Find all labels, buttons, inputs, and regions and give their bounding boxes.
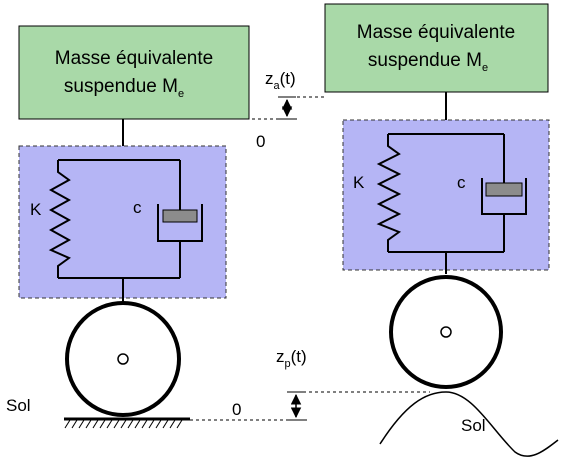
right-spring-label: K [353, 173, 365, 192]
left-damper-label: c [133, 198, 142, 217]
right-damper-label: c [457, 173, 466, 192]
left-model: Masse équivalente suspendue Me K c [6, 25, 250, 429]
left-ground [64, 417, 190, 429]
right-mass-label-line1: Masse équivalente [357, 22, 515, 43]
right-sprung-mass-box [324, 3, 549, 93]
ground-hatch-line [113, 419, 120, 429]
ground-hatch-line [106, 419, 113, 429]
ground-hatch-line [176, 419, 183, 429]
right-damper [481, 134, 527, 252]
left-sprung-mass-box [18, 25, 250, 120]
ground-hatch-line [99, 419, 106, 429]
left-spring-damper-frame [58, 159, 180, 302]
right-road-profile [379, 391, 559, 457]
ground-hatch-line [155, 419, 162, 429]
ground-hatch-line [71, 419, 78, 429]
ground-hatch-line [162, 419, 169, 429]
left-ground-label: Sol [6, 396, 31, 415]
left-mass-label-line2: suspendue Me [64, 76, 184, 100]
ground-hatch-line [148, 419, 155, 429]
right-spring-damper-frame [388, 133, 504, 274]
ground-hatch-line [64, 419, 71, 429]
right-model: Masse équivalente suspendue Me K c Sol [324, 3, 559, 457]
za-zero-label: 0 [256, 132, 265, 151]
right-wheel-hub [440, 326, 452, 338]
za-marker [252, 96, 325, 120]
ground-hatch-line [92, 419, 99, 429]
right-mass-label-line2: suspendue Me [368, 50, 488, 74]
right-spring [376, 134, 402, 252]
right-ground-label: Sol [461, 416, 486, 435]
left-spring-label: K [30, 200, 42, 219]
ground-hatch-line [169, 419, 176, 429]
left-spring [48, 160, 72, 278]
ground-hatch-line [134, 419, 141, 429]
ground-hatch-line [120, 419, 127, 429]
zp-marker [190, 391, 430, 421]
za-label: za(t) [265, 69, 296, 92]
ground-hatch-line [141, 419, 148, 429]
ground-hatch-line [78, 419, 85, 429]
ground-hatch-line [85, 419, 92, 429]
ground-hatch-line [127, 419, 134, 429]
left-mass-label-line1: Masse équivalente [55, 48, 213, 69]
zp-label: zp(t) [276, 347, 307, 370]
left-wheel-hub [117, 353, 129, 365]
right-suspension-box [342, 119, 550, 271]
zp-zero-label: 0 [232, 400, 241, 419]
left-damper [157, 160, 203, 278]
